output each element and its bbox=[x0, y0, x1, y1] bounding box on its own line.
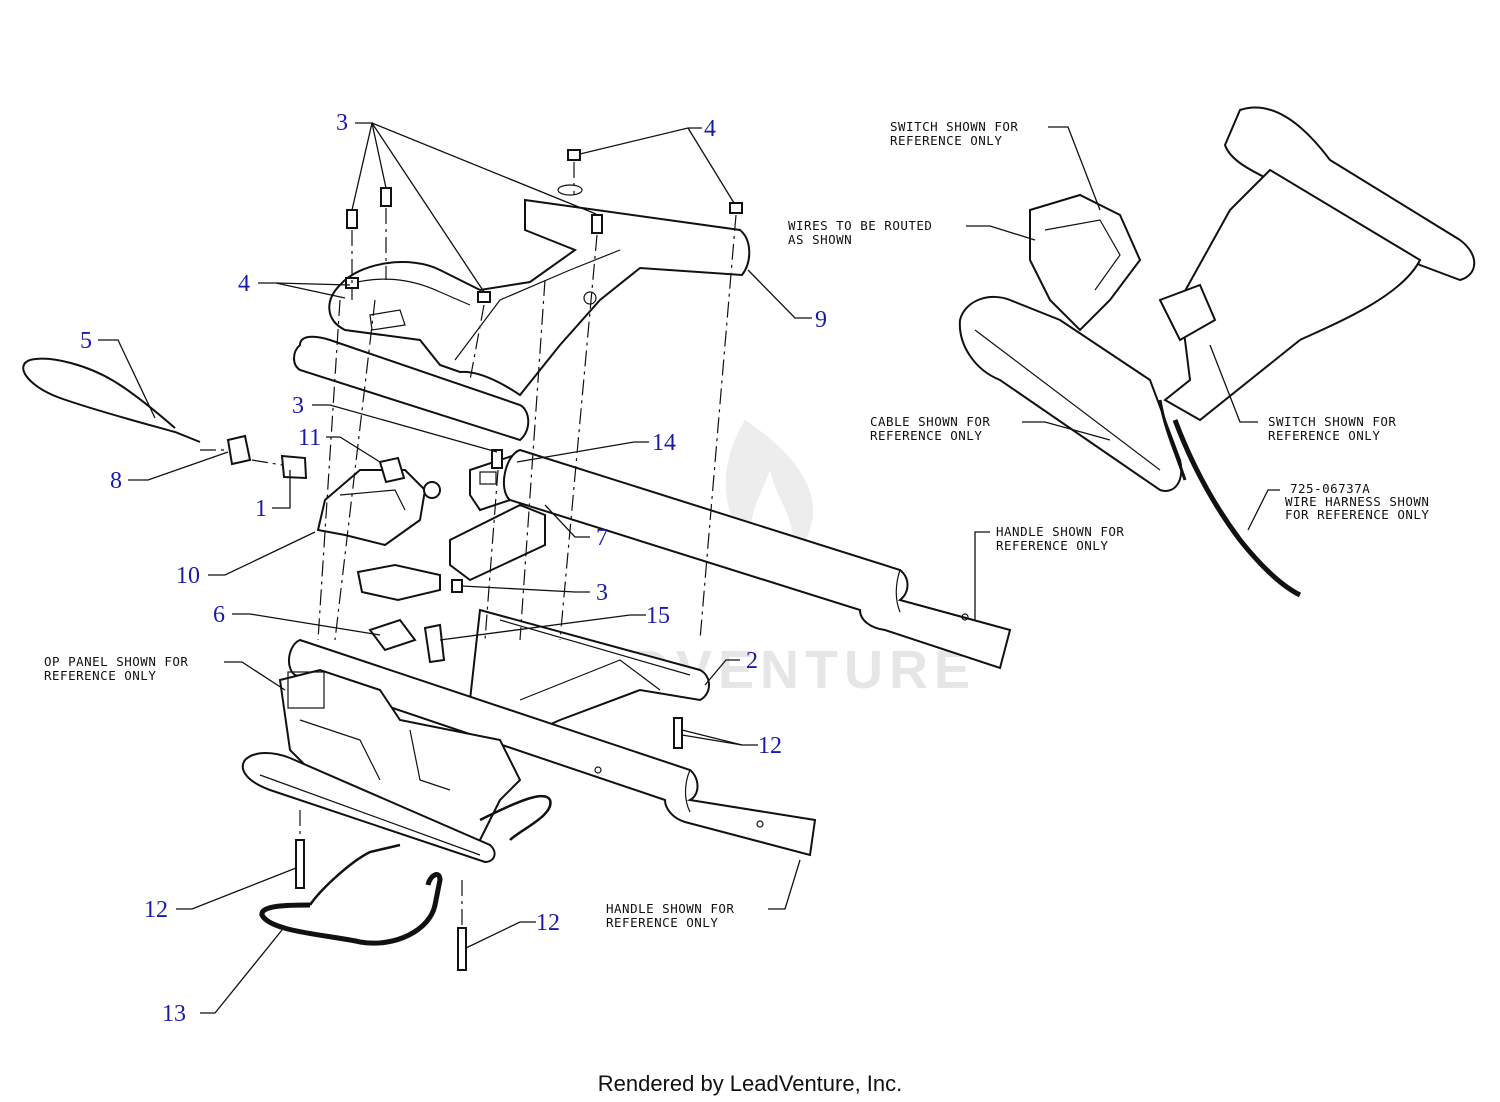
callout-1: 1 bbox=[255, 496, 267, 522]
part-switch-11 bbox=[378, 456, 406, 484]
note-wires: WIRES TO BE ROUTED AS SHOWN bbox=[788, 218, 941, 247]
detail-handle-frame bbox=[1223, 106, 1476, 282]
note-switch-top: SWITCH SHOWN FOR REFERENCE ONLY bbox=[890, 119, 1026, 148]
part-lower-handle-tube bbox=[288, 638, 817, 857]
callout-12: 12 bbox=[144, 897, 168, 923]
callout-10: 10 bbox=[176, 563, 200, 589]
detail-side-rail bbox=[958, 295, 1183, 492]
footer-credit: Rendered by LeadVenture, Inc. bbox=[598, 1071, 903, 1096]
exploded-assembly bbox=[22, 149, 1012, 971]
callout-7: 7 bbox=[596, 525, 608, 551]
part-switch-1 bbox=[280, 454, 308, 480]
callout-12: 12 bbox=[758, 733, 782, 759]
part-fitting-11 bbox=[423, 481, 441, 499]
part-bottom-rail bbox=[241, 752, 496, 864]
callout-numbers: 3 4 4 9 5 3 11 14 8 1 7 10 3 6 15 2 12 1… bbox=[80, 110, 827, 1027]
callout-6: 6 bbox=[213, 602, 225, 628]
note-wire-harness: 725-06737A WIRE HARNESS SHOWN FOR REFERE… bbox=[1285, 481, 1438, 522]
part-screws bbox=[295, 149, 743, 971]
callout-4: 4 bbox=[704, 116, 716, 142]
part-bail-13 bbox=[259, 872, 443, 946]
detail-switch-assembly bbox=[1029, 193, 1142, 332]
part-cable-5 bbox=[22, 357, 201, 443]
callout-9: 9 bbox=[815, 307, 827, 333]
part-switch-assembly-10 bbox=[316, 469, 427, 547]
detail-wire-harness bbox=[1172, 419, 1302, 598]
callout-3: 3 bbox=[596, 580, 608, 606]
detail-handle-frame-lower bbox=[1163, 168, 1422, 422]
part-console-cover bbox=[328, 198, 751, 397]
part-fitting-15 bbox=[423, 623, 446, 664]
callout-5: 5 bbox=[80, 328, 92, 354]
note-handle-right: HANDLE SHOWN FOR REFERENCE ONLY bbox=[996, 524, 1132, 553]
part-lever-6 bbox=[356, 563, 441, 602]
detail-view bbox=[958, 106, 1476, 598]
note-switch-right: SWITCH SHOWN FOR REFERENCE ONLY bbox=[1268, 414, 1404, 443]
callout-4: 4 bbox=[238, 271, 250, 297]
leader-lines bbox=[98, 122, 1280, 1014]
callout-11: 11 bbox=[298, 425, 321, 451]
callout-2: 2 bbox=[746, 648, 758, 674]
callout-3: 3 bbox=[336, 110, 348, 136]
callout-8: 8 bbox=[110, 468, 122, 494]
detail-switch-right bbox=[1158, 283, 1217, 342]
note-handle-bottom: HANDLE SHOWN FOR REFERENCE ONLY bbox=[606, 901, 742, 930]
callout-3: 3 bbox=[292, 393, 304, 419]
callout-12: 12 bbox=[536, 910, 560, 936]
part-switch-8 bbox=[226, 434, 252, 466]
reference-notes: SWITCH SHOWN FOR REFERENCE ONLY WIRES TO… bbox=[44, 119, 1438, 930]
part-upper-handle-tube bbox=[502, 448, 1012, 670]
part-control-plate-7 bbox=[449, 503, 546, 582]
callout-14: 14 bbox=[652, 430, 676, 456]
callout-15: 15 bbox=[646, 603, 670, 629]
note-cable: CABLE SHOWN FOR REFERENCE ONLY bbox=[870, 414, 998, 443]
note-op-panel: OP PANEL SHOWN FOR REFERENCE ONLY bbox=[44, 654, 197, 683]
callout-13: 13 bbox=[162, 1001, 186, 1027]
part-lever-6b bbox=[368, 618, 417, 652]
part-lower-cover bbox=[293, 335, 530, 442]
